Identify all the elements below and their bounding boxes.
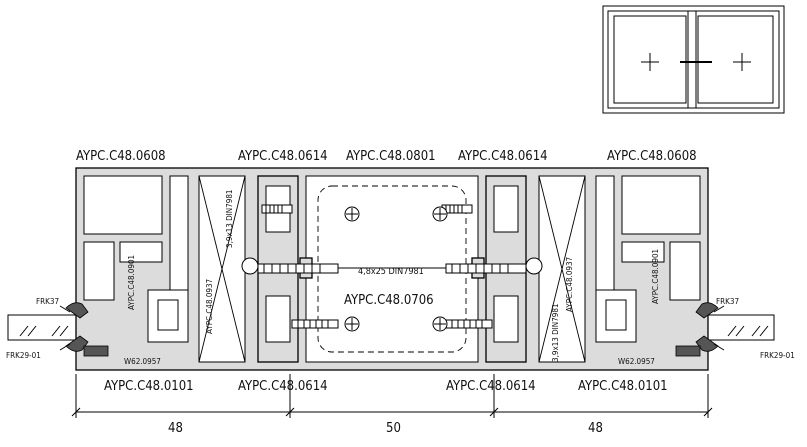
glass-right: [705, 314, 775, 341]
label-0937-right: AYPC.C48.0937: [565, 257, 574, 312]
gaskets: [65, 302, 719, 357]
label-frk37-left: FRK37: [36, 297, 59, 306]
glass-left: [7, 314, 81, 341]
screw-lower-right: [445, 319, 493, 329]
gasket-right-top: [695, 302, 719, 319]
right-sash-block: [595, 289, 637, 343]
left-sash-block: [147, 289, 189, 343]
label-frk37-right: FRK37: [716, 297, 739, 306]
screw-center-left: [257, 263, 339, 274]
label-w62-right: W62.0957: [618, 357, 655, 366]
label-0937-left: AYPC.C48.0937: [205, 279, 214, 334]
label-w62-left: W62.0957: [124, 357, 161, 366]
screw-center-right: [445, 263, 527, 274]
dimension-chain: [71, 374, 713, 418]
thumb-right-sash: [697, 15, 774, 104]
label-frk29-left: FRK29-01: [6, 351, 41, 360]
label-top-0608-left: AYPC.C48.0608: [76, 149, 166, 164]
label-top-0614-right: AYPC.C48.0614: [458, 149, 548, 164]
left-frame-chamber-top: [83, 175, 163, 235]
label-bottom-0101-right: AYPC.C48.0101: [578, 379, 668, 394]
gasket-right-bottom: [695, 335, 719, 352]
label-0901-left: AYPC.C48.0901: [127, 255, 136, 310]
dimension-left: 48: [168, 421, 183, 436]
right-frame-chamber-top: [621, 175, 701, 235]
thermal-break-left: [198, 175, 246, 363]
elevation-thumbnail: [602, 5, 785, 114]
gasket-left-bottom: [65, 335, 89, 352]
screw-upper-left: [261, 204, 293, 214]
dimension-center: 50: [386, 421, 401, 436]
thumb-left-sash: [613, 15, 687, 104]
label-bottom-0614-right: AYPC.C48.0614: [446, 379, 536, 394]
label-top-0614-left: AYPC.C48.0614: [238, 149, 328, 164]
label-0901-right: AYPC.C48.0901: [651, 249, 660, 304]
label-screw-center: 4,8x25 DIN7981: [358, 267, 424, 277]
label-bottom-0101-left: AYPC.C48.0101: [104, 379, 194, 394]
label-frk29-right: FRK29-01: [760, 351, 795, 360]
label-top-0801: AYPC.C48.0801: [346, 149, 436, 164]
gasket-left-top: [65, 302, 89, 319]
label-bottom-0614-left: AYPC.C48.0614: [238, 379, 328, 394]
screw-lower-left: [291, 319, 339, 329]
screws: [241, 204, 543, 332]
thumb-outer-frame: [602, 5, 785, 114]
label-screw-small-right: 3,9x13 DIN7981: [551, 304, 560, 363]
frame-assembly: [75, 167, 709, 371]
label-top-0608-right: AYPC.C48.0608: [607, 149, 697, 164]
label-screw-small-left: 3,9x13 DIN7981: [225, 190, 234, 249]
thermal-break-right: [538, 175, 586, 363]
label-center-0706: AYPC.C48.0706: [344, 293, 434, 308]
dimension-right: 48: [588, 421, 603, 436]
